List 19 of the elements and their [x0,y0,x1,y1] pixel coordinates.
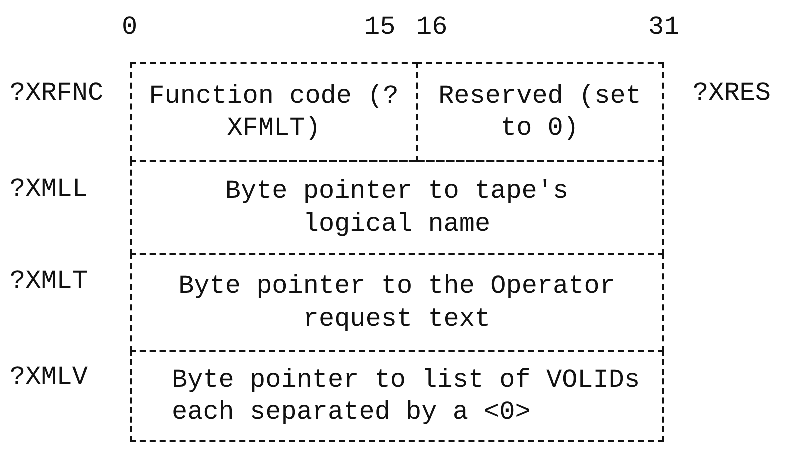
offset-name: ?XMLL [10,176,88,202]
field-cell [130,253,664,352]
offset-name: ?XRFNC [10,80,104,106]
field-cell [416,62,664,162]
offset-name: ?XMLT [10,268,88,294]
field-cell [130,350,664,442]
offset-name: ?XMLV [10,364,88,390]
bit-number: 0 [122,14,138,40]
field-cell [130,160,664,255]
offset-name: ?XRES [693,80,772,106]
field-description: Byte pointer to the Operator request text [178,270,616,335]
field-description: Function code (?XFMLT) [148,80,400,144]
field-description: Reserved (set to 0) [438,80,642,144]
bit-number: 16 [416,14,448,40]
field-description: Byte pointer to tape's logical name [224,175,570,240]
bit-number: 15 [364,14,396,40]
field-description: Byte pointer to list of VOLIDs each separated by a <0> [172,364,642,428]
bit-number: 31 [648,14,680,40]
field-cell [130,62,418,162]
